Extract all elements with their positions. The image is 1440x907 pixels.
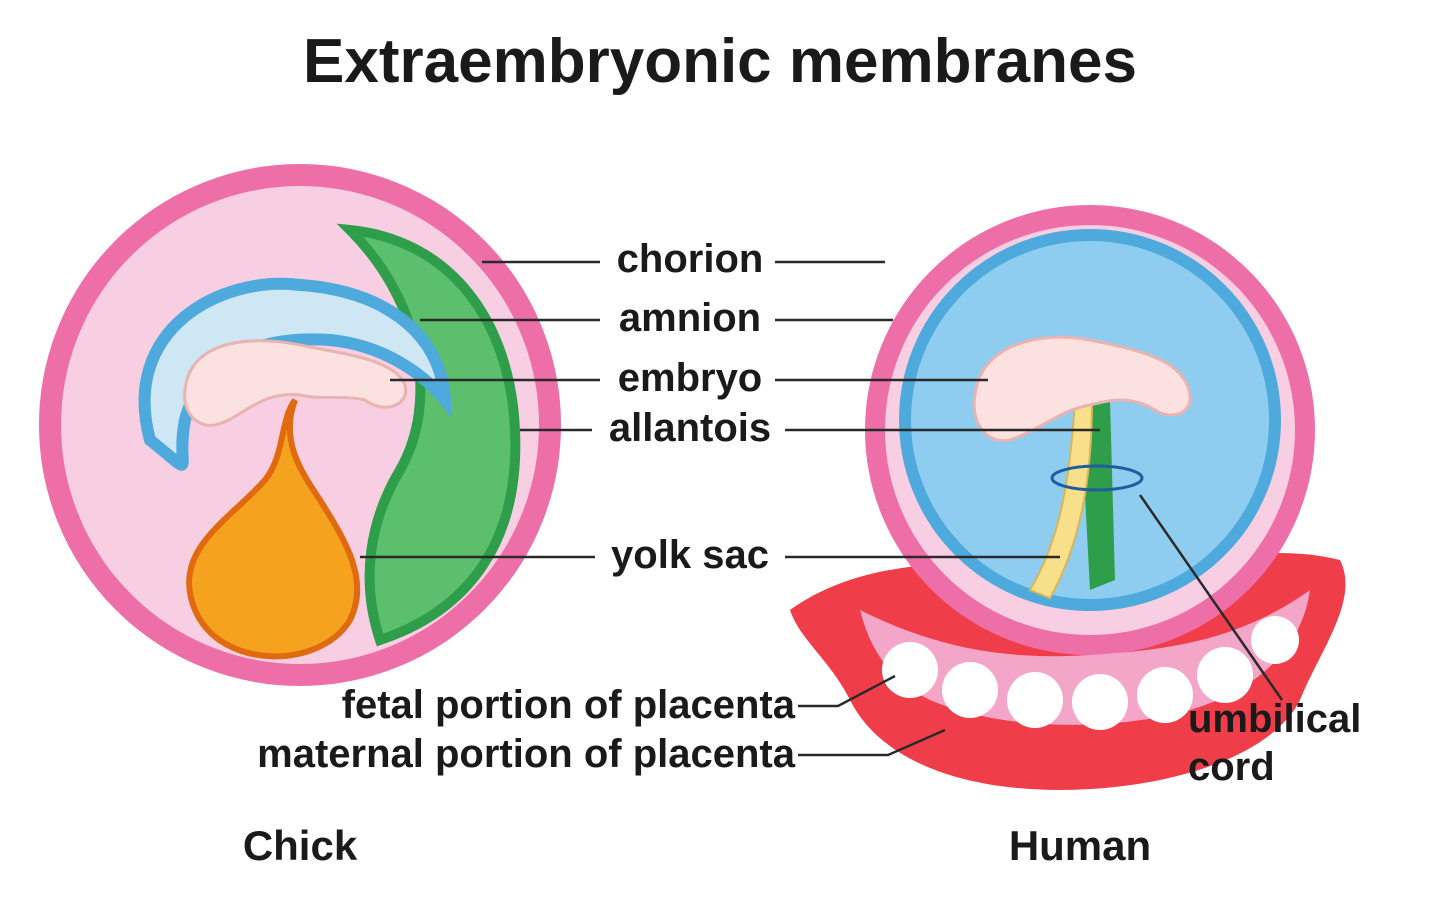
- leader-maternal-placenta: [798, 728, 946, 757]
- label-maternal-placenta: maternal portion of placenta: [257, 732, 796, 776]
- chick-embryo: [183, 339, 408, 427]
- leader-fetal-placenta: [798, 674, 896, 708]
- human-embryo: [972, 335, 1192, 443]
- label-umbilical-line2: cord: [1188, 745, 1275, 789]
- label-fetal-placenta: fetal portion of placenta: [342, 683, 796, 727]
- human-placental-villi: [882, 616, 1299, 730]
- label-allantois: allantois: [609, 406, 771, 450]
- leader-umbilical: [1138, 494, 1284, 701]
- chick-diagram: [39, 164, 561, 686]
- chick-amnion: [138, 277, 453, 471]
- leader-lines: [360, 260, 1284, 757]
- chick-allantois: [336, 223, 521, 647]
- caption-chick: Chick: [243, 822, 358, 869]
- label-umbilical-line1: umbilical: [1188, 697, 1361, 741]
- label-embryo: embryo: [618, 356, 763, 400]
- diagram-title: Extraembryonic membranes: [303, 27, 1137, 96]
- chick-yolk-sac: [186, 398, 361, 660]
- label-chorion: chorion: [617, 237, 764, 281]
- human-yolk-sac: [1028, 399, 1094, 600]
- human-cord-ring: [1050, 464, 1144, 492]
- caption-human: Human: [1009, 822, 1151, 869]
- label-yolk-sac: yolk sac: [611, 533, 769, 577]
- label-amnion: amnion: [619, 296, 761, 340]
